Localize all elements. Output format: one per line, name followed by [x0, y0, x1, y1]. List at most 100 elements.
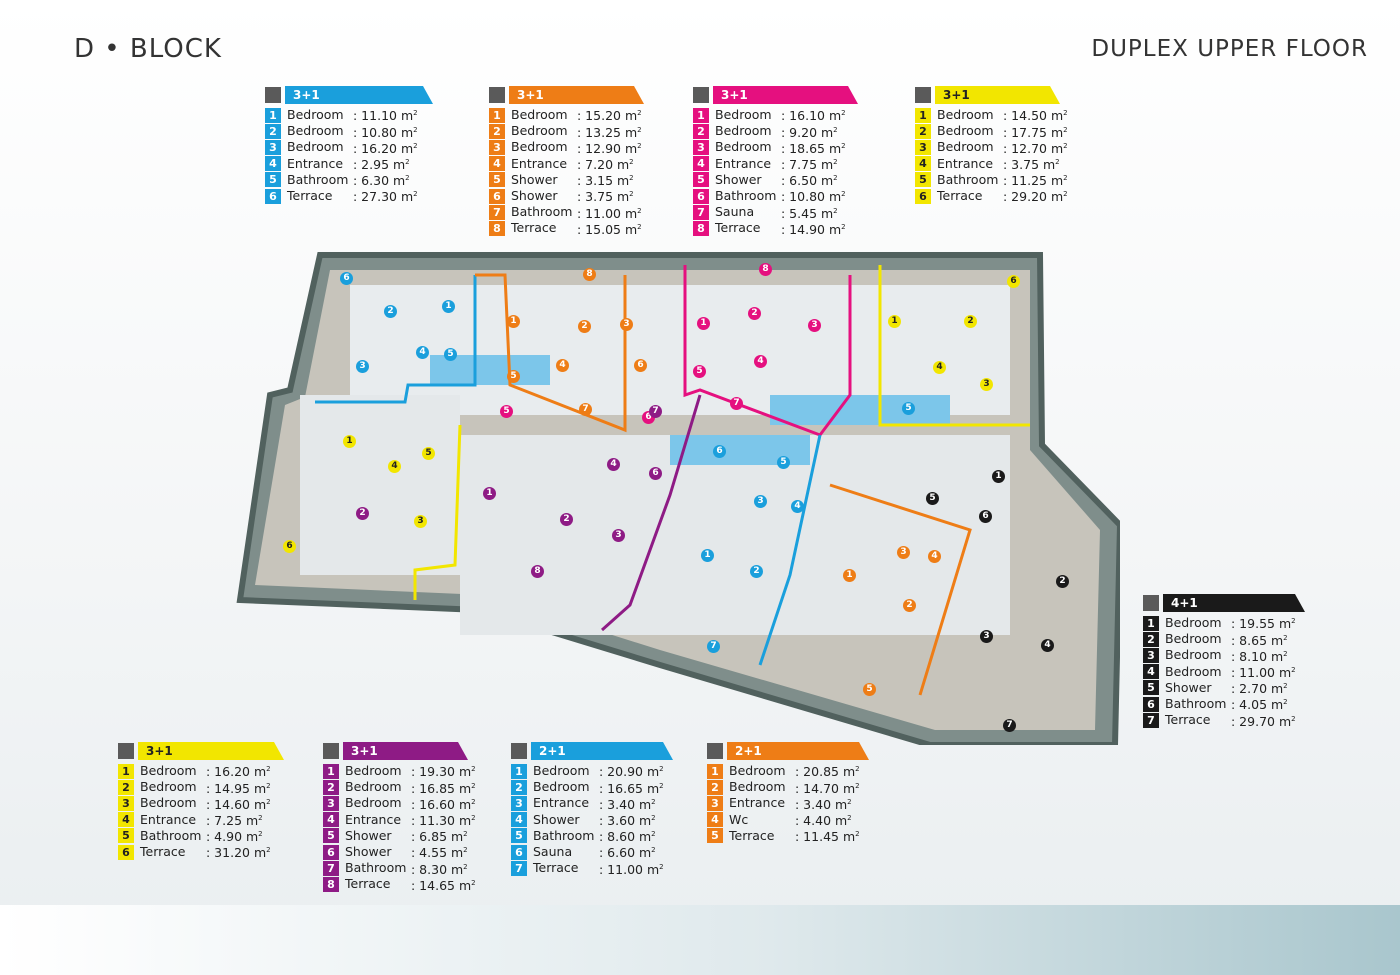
plan-room-marker: 3: [356, 360, 369, 373]
legend-room-name: Terrace: [715, 220, 761, 236]
legend-unit-type: 2+1: [727, 742, 869, 760]
legend-room-area: : 5.45 m2: [781, 205, 838, 221]
legend-room-area: : 14.60 m2: [206, 796, 271, 812]
legend-room-area: : 19.55 m2: [1231, 616, 1296, 632]
legend-room-number: 8: [693, 220, 709, 236]
legend-room-number: 7: [489, 204, 505, 220]
plan-room-marker: 7: [707, 640, 720, 653]
legend-room-number: 3: [489, 139, 505, 155]
legend-square-icon: [1143, 595, 1159, 611]
legend-room-name: Terrace: [937, 187, 983, 203]
plan-room-marker: 7: [730, 397, 743, 410]
plan-room-marker: 1: [507, 315, 520, 328]
legend-room-number: 4: [693, 156, 709, 172]
plan-room-marker: 1: [442, 300, 455, 313]
legend-room-number: 1: [1143, 615, 1159, 631]
legend-room-number: 3: [915, 139, 931, 155]
legend-room-name: Bedroom: [140, 795, 197, 811]
legend-room-name: Bedroom: [287, 123, 344, 139]
plan-room-marker: 6: [283, 540, 296, 553]
legend-room-number: 6: [693, 188, 709, 204]
plan-room-marker: 2: [964, 315, 977, 328]
legend-room-number: 5: [118, 828, 134, 844]
legend-room-name: Wc: [729, 811, 749, 827]
plan-room-marker: 6: [1007, 275, 1020, 288]
legend-room-area: : 19.30 m2: [411, 764, 476, 780]
legend-room-name: Bedroom: [1165, 631, 1222, 647]
legend-room-name: Sauna: [715, 204, 755, 220]
legend-room-area: : 8.65 m2: [1231, 632, 1288, 648]
legend-room-area: : 3.40 m2: [599, 796, 656, 812]
legend-room-area: : 11.00 m2: [577, 205, 642, 221]
legend-room-area: : 11.10 m2: [353, 108, 418, 124]
legend-room-area: : 9.20 m2: [781, 124, 838, 140]
legend-room-name: Terrace: [287, 187, 333, 203]
plan-room-marker: 2: [750, 565, 763, 578]
page-title: D • BLOCK: [74, 34, 222, 64]
legend-room-name: Bedroom: [140, 763, 197, 778]
legend-room-area: : 13.25 m2: [577, 124, 642, 140]
plan-room-marker: 5: [500, 405, 513, 418]
plan-room-marker: 5: [777, 456, 790, 469]
legend-unit-type: 3+1: [713, 86, 858, 104]
plan-room-marker: 2: [748, 307, 761, 320]
legend-room-name: Bedroom: [729, 779, 786, 795]
legend-unit-type: 3+1: [509, 86, 644, 104]
legend-room-area: : 18.65 m2: [781, 140, 846, 156]
legend-row: 3 Entrance : 3.40 m2: [511, 795, 673, 812]
legend-unit-type: 3+1: [285, 86, 433, 104]
plan-room-marker: 8: [583, 268, 596, 281]
legend-header: 3+1: [693, 86, 858, 104]
legend-room-name: Bedroom: [511, 107, 568, 122]
legend-room-name: Entrance: [715, 155, 772, 171]
legend-room-area: : 10.80 m2: [781, 189, 846, 205]
legend-room-name: Entrance: [533, 795, 590, 811]
legend-room-area: : 7.25 m2: [206, 813, 263, 829]
legend-room-area: : 4.05 m2: [1231, 697, 1288, 713]
plan-room-marker: 4: [933, 361, 946, 374]
legend-room-name: Terrace: [345, 876, 391, 892]
legend-square-icon: [693, 87, 709, 103]
plan-room-marker: 1: [888, 315, 901, 328]
plan-room-marker: 8: [759, 263, 772, 276]
plan-room-marker: 2: [560, 513, 573, 526]
legend-room-name: Sauna: [533, 843, 573, 859]
legend-room-name: Shower: [715, 171, 762, 187]
legend-room-number: 4: [511, 812, 527, 828]
legend-room-area: : 11.00 m2: [599, 861, 664, 877]
legend-room-number: 5: [693, 172, 709, 188]
floor-plan-drawing: [236, 252, 1124, 748]
legend-room-name: Shower: [1165, 679, 1212, 695]
legend-room-name: Entrance: [937, 155, 994, 171]
plan-room-marker: 4: [791, 500, 804, 513]
plan-room-marker: 4: [928, 550, 941, 563]
legend-room-area: : 16.10 m2: [781, 108, 846, 124]
legend-room-number: 3: [511, 795, 527, 811]
legend-room-number: 2: [118, 779, 134, 795]
legend-room-number: 5: [1143, 680, 1159, 696]
legend-room-number: 1: [118, 763, 134, 779]
legend-room-name: Terrace: [511, 220, 557, 236]
legend-room-number: 2: [489, 123, 505, 139]
legend-header: 3+1: [489, 86, 644, 104]
legend-room-name: Bedroom: [345, 763, 402, 778]
legend-room-area: : 8.30 m2: [411, 861, 468, 877]
legend-room-area: : 16.65 m2: [599, 780, 664, 796]
